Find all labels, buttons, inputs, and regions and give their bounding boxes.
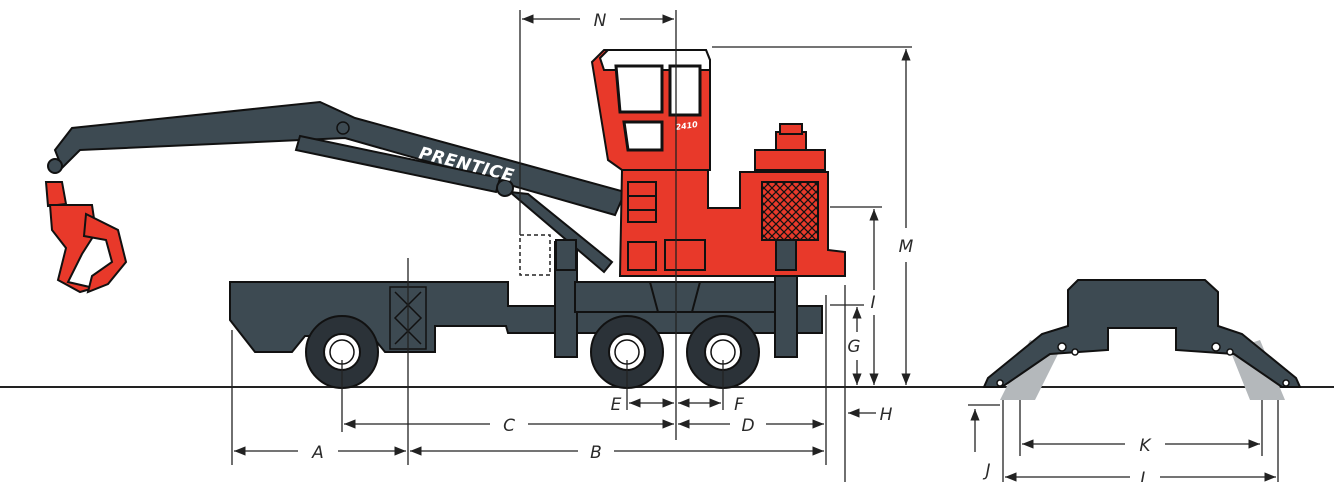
boom-pin xyxy=(336,121,350,135)
machine-side-view: PRENTICE 2410 xyxy=(44,49,846,389)
cab-windows xyxy=(614,64,702,152)
dim-label-b: B xyxy=(590,443,602,463)
dim-label-k: K xyxy=(1139,436,1152,456)
dim-label-e: E xyxy=(611,395,622,415)
dimension-letters: A B C D E F G H I J K L M N xyxy=(311,11,1152,482)
stake-post-left xyxy=(555,239,577,271)
main-boom xyxy=(53,100,627,217)
dim-label-m: M xyxy=(899,237,914,257)
dim-label-c: C xyxy=(503,416,515,436)
dim-label-g: G xyxy=(847,337,860,357)
stick-cylinder xyxy=(294,134,502,194)
wheel-rear-2 xyxy=(686,315,760,389)
stake-post-right xyxy=(775,239,797,271)
outrigger-front-view xyxy=(982,279,1302,400)
engine-top xyxy=(754,123,826,171)
wheel-front xyxy=(305,315,379,389)
engine-grill xyxy=(761,181,819,241)
dim-label-n: N xyxy=(594,11,607,31)
dimension-lines xyxy=(231,10,1279,482)
outrigger-pins xyxy=(996,342,1290,387)
dim-label-l: L xyxy=(1140,469,1149,482)
dim-label-a: A xyxy=(311,443,324,463)
wheel-rear-1 xyxy=(590,315,664,389)
dim-label-d: D xyxy=(741,416,754,436)
dim-label-i: I xyxy=(870,293,875,313)
outrigger-body xyxy=(982,279,1302,388)
grapple xyxy=(44,158,128,294)
dim-label-j: J xyxy=(982,461,990,481)
dim-label-h: H xyxy=(880,405,893,425)
cyl-pin xyxy=(496,179,514,197)
dim-label-f: F xyxy=(734,395,744,415)
turntable-base xyxy=(648,281,702,313)
alt-position-outline xyxy=(519,234,551,276)
house-steps xyxy=(627,181,706,271)
model-badge: 2410 xyxy=(675,120,699,132)
